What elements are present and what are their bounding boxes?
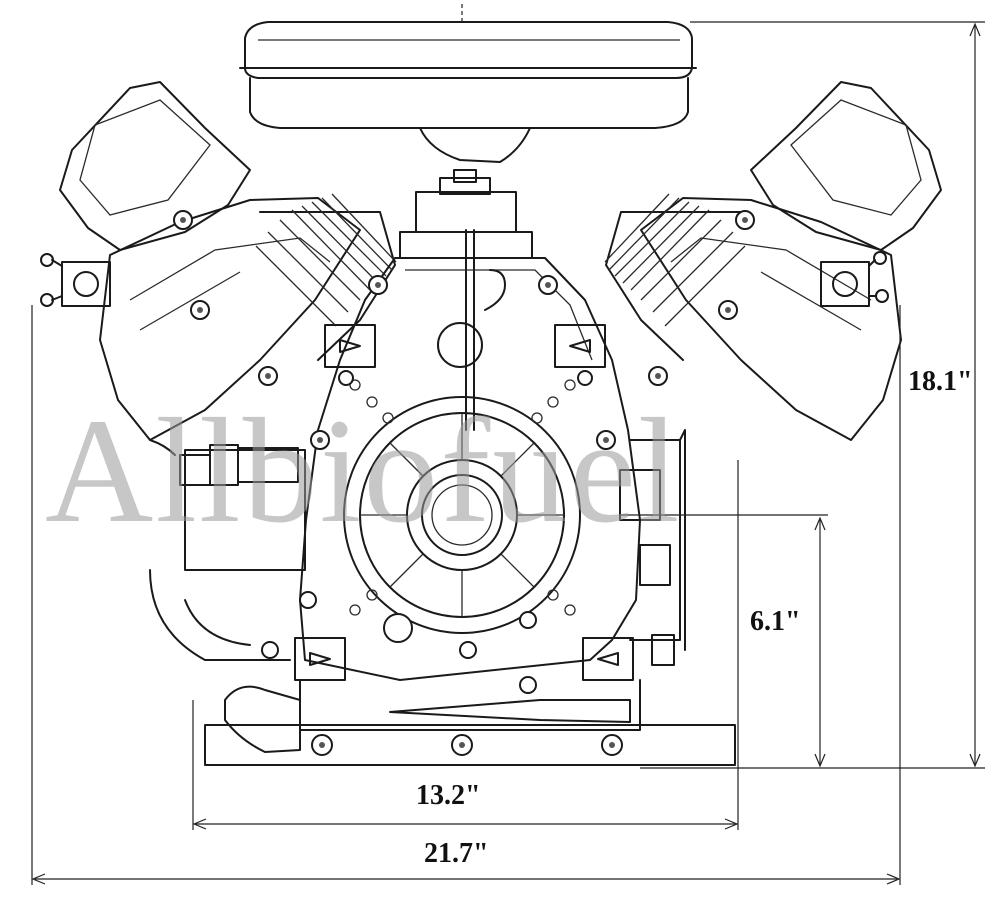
engine-base [204,679,736,766]
dimension-overall-width: 21.7" [424,838,489,869]
governor-right [619,429,686,666]
intake-bracket [399,169,533,431]
flange-holes [349,379,576,616]
flywheel-housing [343,396,581,634]
mount-brackets [294,324,634,681]
dimension-shaft-height: 6.1" [750,606,801,637]
spark-plug-left [40,253,111,307]
dimension-overall-height: 18.1" [908,366,973,397]
left-cylinder-head [59,81,396,456]
bolts [173,210,755,756]
left-cooling-fins [255,193,397,327]
right-cylinder-head [605,81,942,441]
right-cooling-fins [604,193,746,327]
dimension-base-width: 13.2" [416,780,481,811]
spark-plug-right [820,251,889,307]
fuel-pump-left [149,444,306,661]
crankcase [299,257,641,681]
air-cleaner-housing [239,21,697,163]
dimension-lines [31,4,985,885]
